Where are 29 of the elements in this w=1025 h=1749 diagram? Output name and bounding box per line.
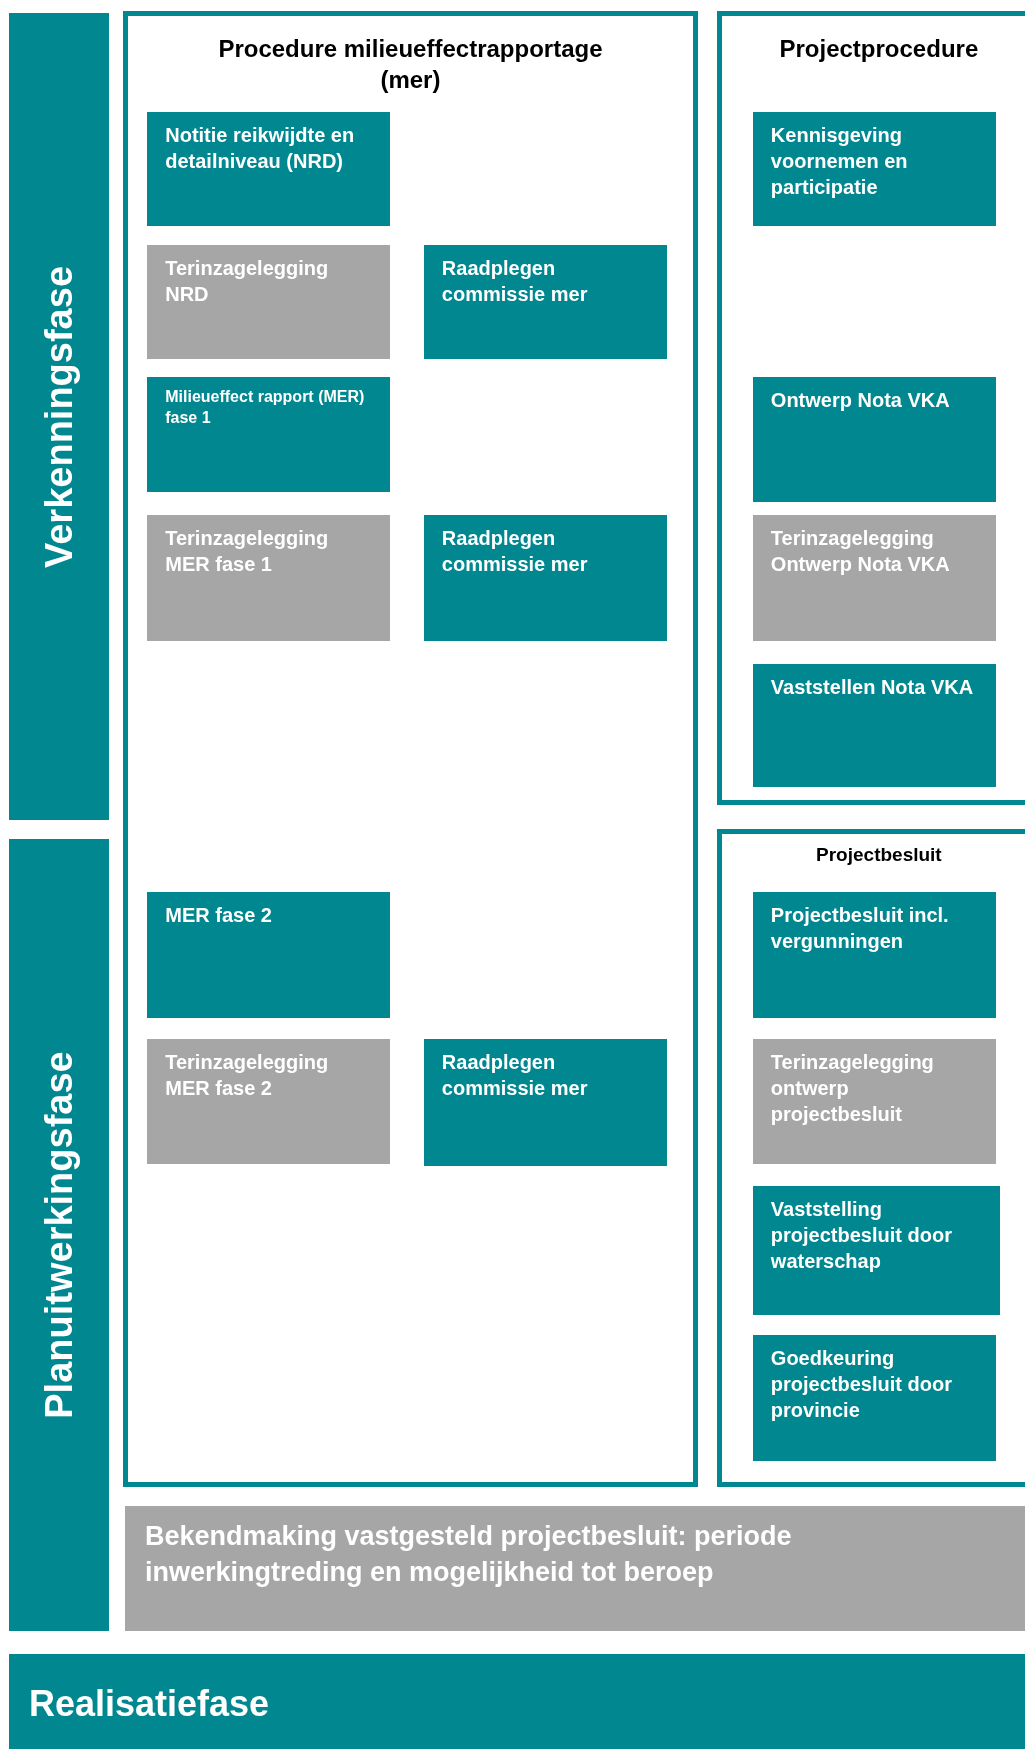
phase-strip: Bekendmaking vastgesteld projectbesluit: periode inwerkingtreding en mogelijkheid tot beroep — [124, 1505, 1025, 1631]
step-box: Raadplegen commissie mer — [423, 245, 667, 360]
step-box: Raadplegen commissie mer — [423, 515, 667, 642]
procedure-panel — [122, 11, 699, 1487]
step-box: Terinzagelegging NRD — [147, 245, 391, 360]
phase-band — [8, 838, 110, 1631]
step-box: MER fase 2 — [147, 892, 391, 1019]
step-box: Terinzagelegging ontwerp projectbesluit — [752, 1039, 996, 1165]
panel-heading: Projectbesluit — [815, 842, 943, 867]
phase-strip: Realisatiefase — [8, 1654, 1025, 1749]
phase-band — [8, 13, 110, 820]
procedure-panel — [717, 11, 1025, 806]
step-box: Terinzagelegging MER fase 1 — [147, 515, 391, 642]
step-box: Raadplegen commissie mer — [423, 1039, 667, 1166]
step-box: Vaststellen Nota VKA — [752, 663, 996, 788]
step-box: Milieueffect rapport (MER) fase 1 — [147, 376, 391, 492]
step-box: Kennisgeving voornemen en participatie — [752, 111, 996, 227]
step-box: Projectbesluit incl. vergunningen — [752, 892, 996, 1019]
step-box: Terinzagelegging Ontwerp Nota VKA — [752, 515, 996, 642]
procedure-panel — [717, 828, 1025, 1487]
panel-heading: Projectprocedure — [778, 34, 980, 65]
panel-heading: Procedure milieueffectrapportage (mer) — [217, 34, 604, 96]
step-box: Vaststelling projectbesluit door waterschap — [752, 1185, 1001, 1315]
step-box: Goedkeuring projectbesluit door provincie — [752, 1335, 996, 1462]
step-box: Ontwerp Nota VKA — [752, 376, 996, 502]
step-box: Terinzagelegging MER fase 2 — [147, 1039, 391, 1165]
phase-title: Planuitwerkingsfase — [37, 1050, 81, 1419]
phase-title: Verkenningsfase — [37, 265, 81, 568]
step-box: Notitie reikwijdte en detailniveau (NRD) — [147, 111, 391, 227]
